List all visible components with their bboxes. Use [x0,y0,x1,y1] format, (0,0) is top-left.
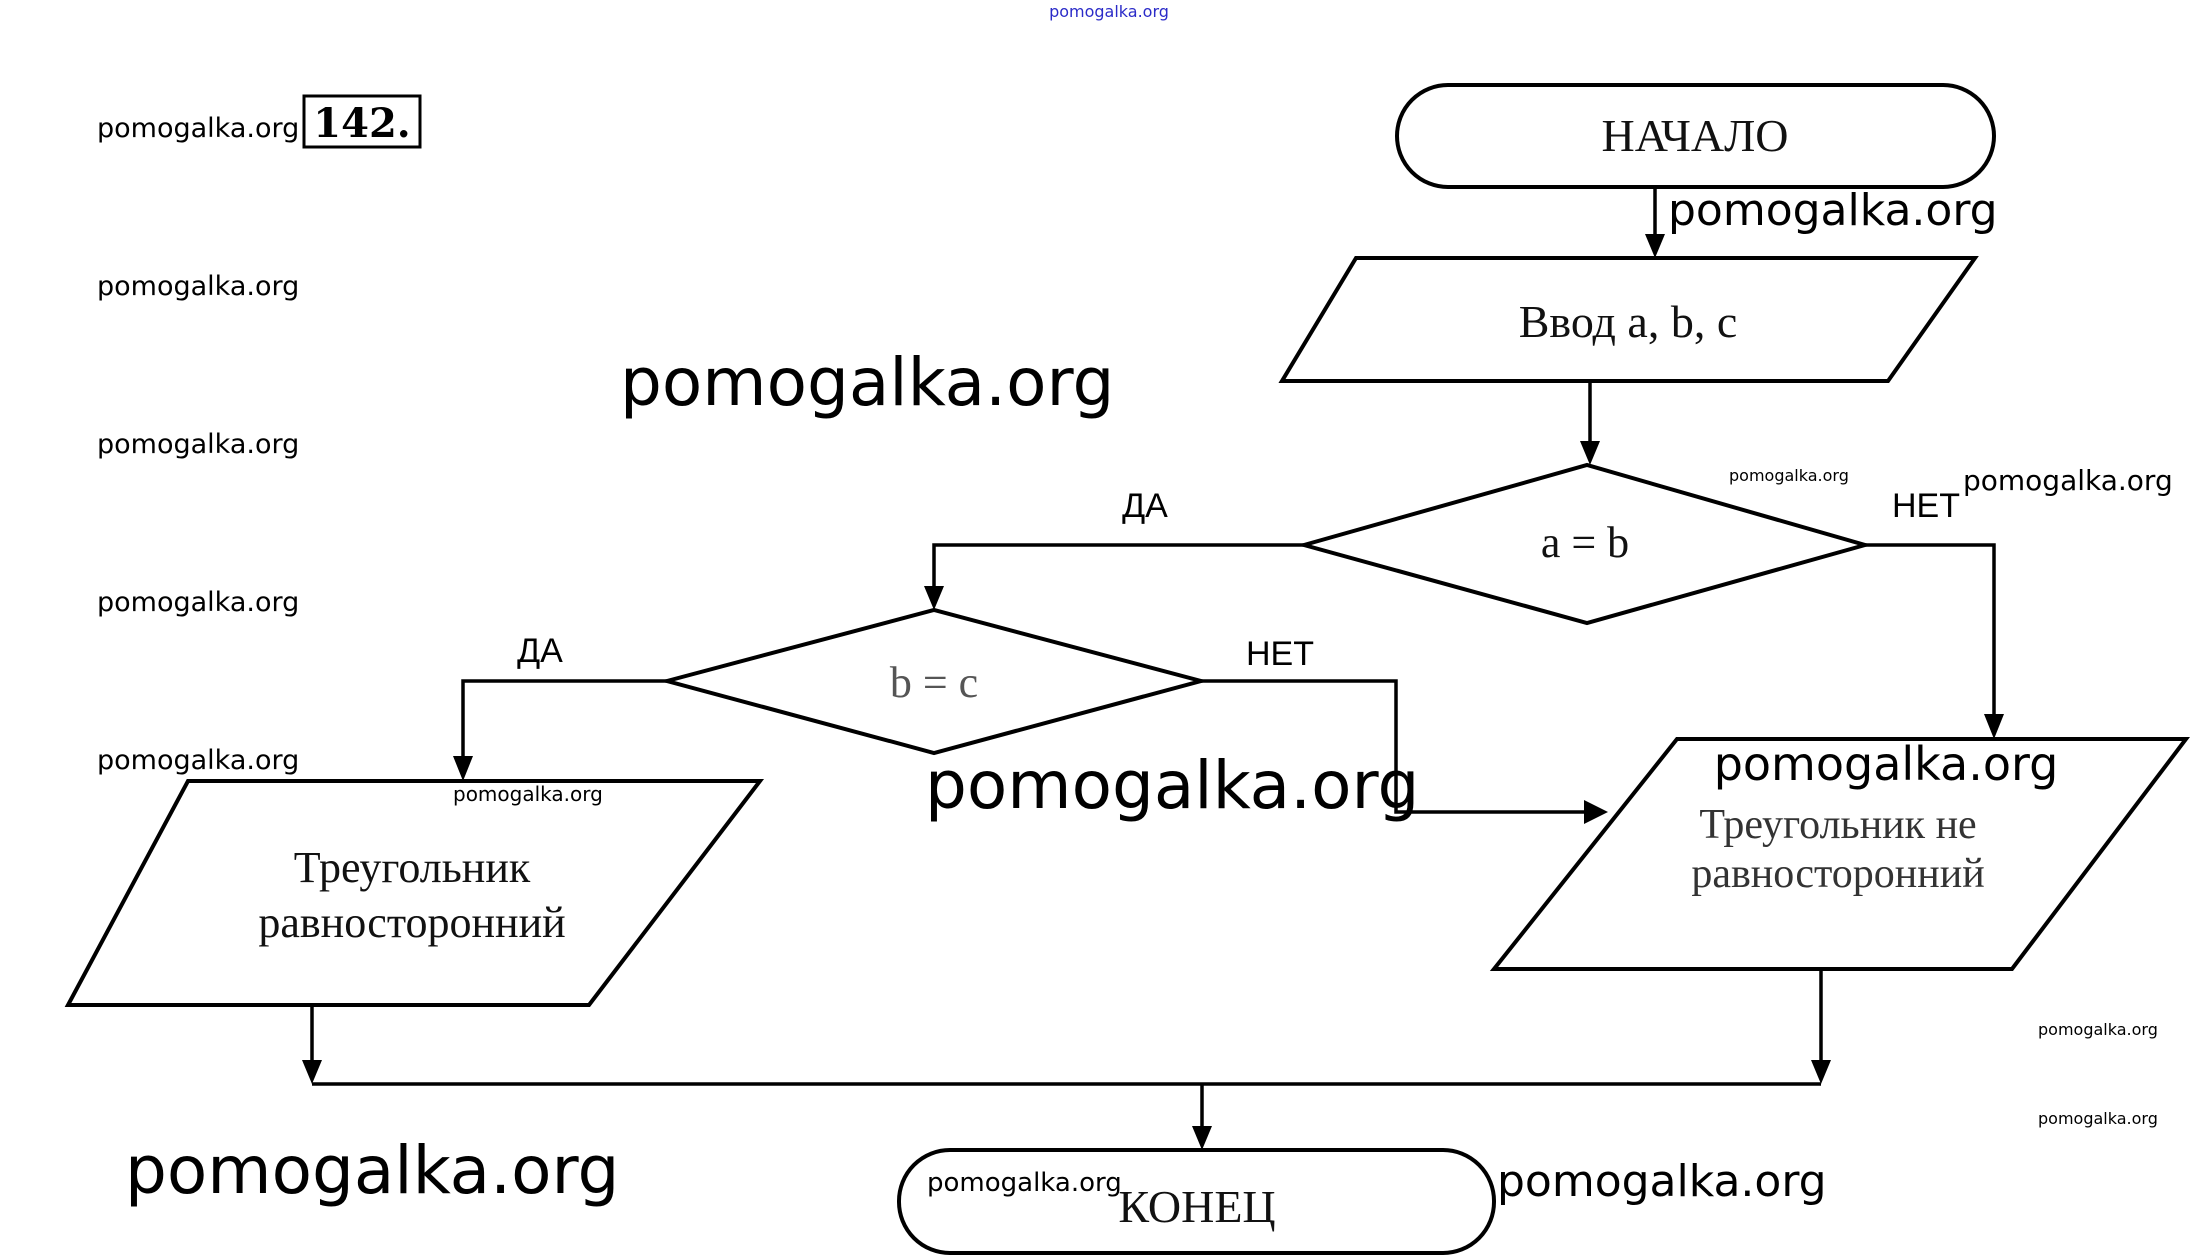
arrowhead-merge-end [1192,1126,1212,1150]
arrowhead-bc-yes [453,756,473,781]
watermark-bottom-left: pomogalka.org [125,1132,619,1209]
arrowhead-ab-yes [924,586,944,610]
arrowhead-start-input [1645,234,1665,258]
watermark-after-no: pomogalka.org [1963,464,2173,497]
arrowhead-right-down [1811,1060,1831,1084]
watermark-right-small-2: pomogalka.org [2038,1109,2158,1128]
watermark-end-right: pomogalka.org [1497,1156,1827,1207]
input-parallelogram [1278,256,1979,383]
problem-number-box [302,94,422,149]
problem-number-text: 142. [313,100,410,147]
watermark-under-start: pomogalka.org [1668,185,1998,236]
watermark-left-1: pomogalka.org [97,113,299,144]
yes-label-ab: ДА [1122,487,1168,525]
connector-ab-no [1865,543,1996,716]
decision-b-equals-c-label: b = c [890,658,978,707]
watermark-left-output: pomogalka.org [453,782,603,806]
arrowhead-bc-no [1584,800,1608,824]
start-label: НАЧАЛО [1602,110,1789,161]
watermark-right-small-1: pomogalka.org [2038,1020,2158,1039]
watermark-near-decision: pomogalka.org [1729,466,1849,485]
watermark-left-2: pomogalka.org [97,271,299,302]
connector-ab-yes [932,543,1304,588]
input-label: Ввод a, b, c [1519,296,1738,347]
arrowhead-ab-no [1984,714,2004,739]
watermark-end-inner: pomogalka.org [927,1168,1122,1198]
decision-a-equals-b-label: a = b [1541,518,1629,567]
output-not-equilateral-line-1: Треугольник не [1699,802,1976,848]
connector-bc-yes [461,679,667,758]
output-equilateral-line-1: Треугольник [294,843,531,892]
watermark-left-5: pomogalka.org [97,745,299,776]
end-label: КОНЕЦ [1118,1181,1275,1232]
watermark-right-output: pomogalka.org [1714,737,2059,791]
watermark-middle-large: pomogalka.org [925,747,1419,824]
output-not-equilateral [1489,737,2190,971]
connector-bc-no [1201,679,1586,814]
output-not-equilateral-line-2: равносторонний [1691,851,1984,897]
arrowhead-input-decision [1580,441,1600,465]
output-equilateral [64,779,765,1007]
arrowhead-left-down [302,1060,322,1084]
output-equilateral-line-2: равносторонний [258,898,565,947]
watermark-left-3: pomogalka.org [97,429,299,460]
start-terminal [1395,83,1996,189]
problem-number: 142. [302,94,422,149]
no-label-ab: НЕТ [1892,487,1960,525]
no-label-bc: НЕТ [1246,635,1314,673]
watermark-left-4: pomogalka.org [97,587,299,618]
yes-label-bc: ДА [517,632,563,670]
watermark-top: pomogalka.org [1049,2,1169,21]
end-terminal [897,1148,1496,1255]
watermark-center-large: pomogalka.org [620,344,1114,421]
